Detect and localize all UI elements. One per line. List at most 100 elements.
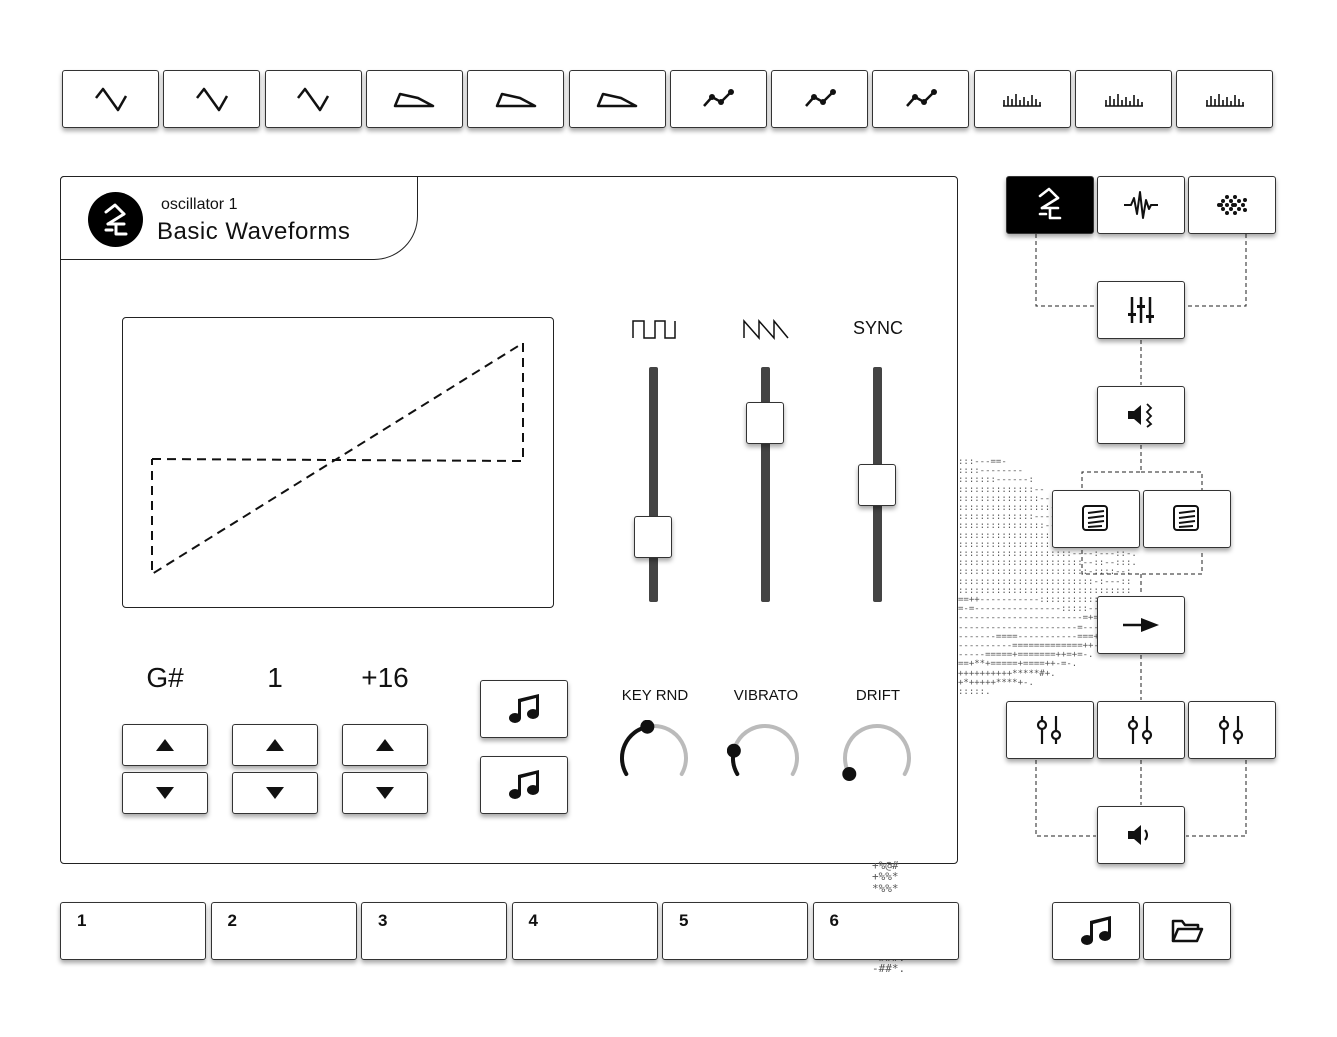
tuning-sliders-icon — [1218, 716, 1244, 744]
filter-stack-icon — [1082, 505, 1108, 531]
ascii-art-decoration: :::---==- ::::-------- :::::::------: ::… — [958, 457, 1137, 698]
octave-up-button[interactable] — [232, 724, 318, 766]
preset-slot-label: 6 — [829, 911, 839, 930]
tuning-sliders-icon — [1036, 716, 1062, 744]
knob-track[interactable] — [731, 724, 799, 776]
filter-button[interactable] — [1143, 490, 1231, 548]
panel-subtitle: oscillator 1 — [161, 196, 238, 213]
output-arrow-button[interactable] — [1097, 596, 1185, 654]
music-note-icon — [1081, 916, 1111, 945]
preset-slot-button[interactable]: 3 — [361, 902, 507, 960]
trapezoid-wave-icon — [394, 92, 435, 108]
open-folder-button[interactable] — [1143, 902, 1231, 960]
transpose-down-button[interactable] — [342, 772, 428, 814]
source-tab-waveform[interactable] — [1097, 176, 1185, 234]
tuning-sliders-icon — [1127, 716, 1153, 744]
trapezoid-wave-icon — [495, 92, 536, 108]
node-line-icon — [905, 89, 937, 107]
note-button[interactable] — [480, 756, 568, 814]
modulator-button[interactable] — [1006, 701, 1094, 759]
waveform-preview-icon — [151, 341, 524, 576]
oscillator-icon — [1038, 187, 1062, 220]
oscillator-logo-icon — [88, 192, 143, 247]
preset-slot-label: 5 — [679, 911, 689, 930]
waveform-icon — [1124, 191, 1158, 219]
arrow-up-icon — [266, 739, 284, 751]
vibrato-label: VIBRATO — [733, 687, 799, 704]
modulator-button[interactable] — [1097, 701, 1185, 759]
waveform-preset-button[interactable] — [264, 70, 362, 128]
arrow-down-icon — [376, 787, 394, 799]
slider-thumb[interactable] — [634, 515, 672, 558]
key-rnd-label: KEY RND — [621, 687, 689, 704]
waveform-preset-button[interactable] — [1075, 70, 1172, 128]
preset-slot-button[interactable]: 4 — [511, 902, 658, 960]
filter-stack-icon — [1173, 505, 1199, 531]
waveform-preset-button[interactable] — [365, 70, 463, 128]
panel-title: Basic Waveforms — [157, 218, 351, 245]
note-down-button[interactable] — [122, 772, 208, 814]
square-wave-icon — [632, 318, 676, 345]
note-value: G# — [146, 662, 184, 693]
speaker-icon — [1128, 825, 1148, 845]
source-tab-oscillator[interactable] — [1006, 176, 1094, 234]
music-note-button[interactable] — [1052, 902, 1140, 960]
source-tab-noise[interactable] — [1188, 176, 1276, 234]
folder-open-icon — [1171, 919, 1204, 943]
saw-wave-icon — [743, 318, 789, 345]
volume-button[interactable] — [1097, 806, 1185, 864]
filter-button[interactable] — [1052, 490, 1140, 548]
arrow-up-icon — [376, 739, 394, 751]
waveform-preset-button[interactable] — [467, 70, 565, 128]
waveform-display[interactable] — [122, 317, 554, 608]
preset-slot-button[interactable]: 5 — [662, 902, 808, 960]
preset-slot-label: 3 — [378, 911, 388, 930]
waveform-preset-button[interactable] — [1176, 70, 1274, 128]
spectrum-bars-icon — [1003, 94, 1042, 107]
knob-handle[interactable] — [640, 719, 655, 734]
spectrum-bars-icon — [1104, 94, 1143, 107]
triangle-wave-icon — [94, 87, 127, 112]
arrow-down-icon — [266, 787, 284, 799]
waveform-preset-button[interactable] — [872, 70, 970, 128]
mixer-sliders-icon — [1128, 297, 1154, 323]
waveform-preset-button[interactable] — [973, 70, 1071, 128]
vibrato-knob[interactable] — [726, 720, 807, 795]
waveform-preset-button[interactable] — [568, 70, 666, 128]
knob-handle[interactable] — [842, 767, 857, 781]
mixer-button[interactable] — [1097, 281, 1185, 339]
routing-lines — [1035, 234, 1247, 837]
drift-label: DRIFT — [855, 687, 901, 704]
waveform-preset-button[interactable] — [62, 70, 159, 128]
slider-track[interactable] — [649, 367, 658, 602]
transpose-up-button[interactable] — [342, 724, 428, 766]
slider-thumb[interactable] — [746, 401, 784, 444]
slider-track[interactable] — [761, 367, 770, 602]
knob-track[interactable] — [843, 724, 911, 776]
preset-slot-button[interactable]: 1 — [60, 902, 206, 960]
knob-handle[interactable] — [726, 743, 741, 758]
preset-slot-label: 4 — [528, 911, 538, 930]
amp-button[interactable] — [1097, 386, 1185, 444]
sync-label: SYNC — [852, 318, 903, 338]
waveform-preset-button[interactable] — [669, 70, 767, 128]
modulator-button[interactable] — [1188, 701, 1276, 759]
slider-thumb[interactable] — [858, 463, 896, 506]
triangle-wave-icon — [195, 87, 228, 112]
key-rnd-knob[interactable] — [616, 719, 696, 795]
octave-down-button[interactable] — [232, 772, 318, 814]
preset-slot-button[interactable]: 6 — [812, 902, 959, 960]
note-up-button[interactable] — [122, 724, 208, 766]
note-button[interactable] — [480, 680, 568, 738]
music-note-icon — [509, 694, 539, 723]
waveform-preset-button[interactable] — [163, 70, 261, 128]
preset-slot-label: 2 — [227, 911, 237, 930]
arrow-right-icon — [1123, 618, 1159, 632]
arrow-down-icon — [156, 787, 174, 799]
waveform-preset-button[interactable] — [771, 70, 869, 128]
trapezoid-wave-icon — [596, 92, 638, 108]
node-line-icon — [703, 89, 735, 107]
preset-slot-button[interactable]: 2 — [210, 902, 357, 960]
preset-slot-label: 1 — [77, 911, 87, 930]
drift-knob[interactable] — [839, 720, 919, 795]
